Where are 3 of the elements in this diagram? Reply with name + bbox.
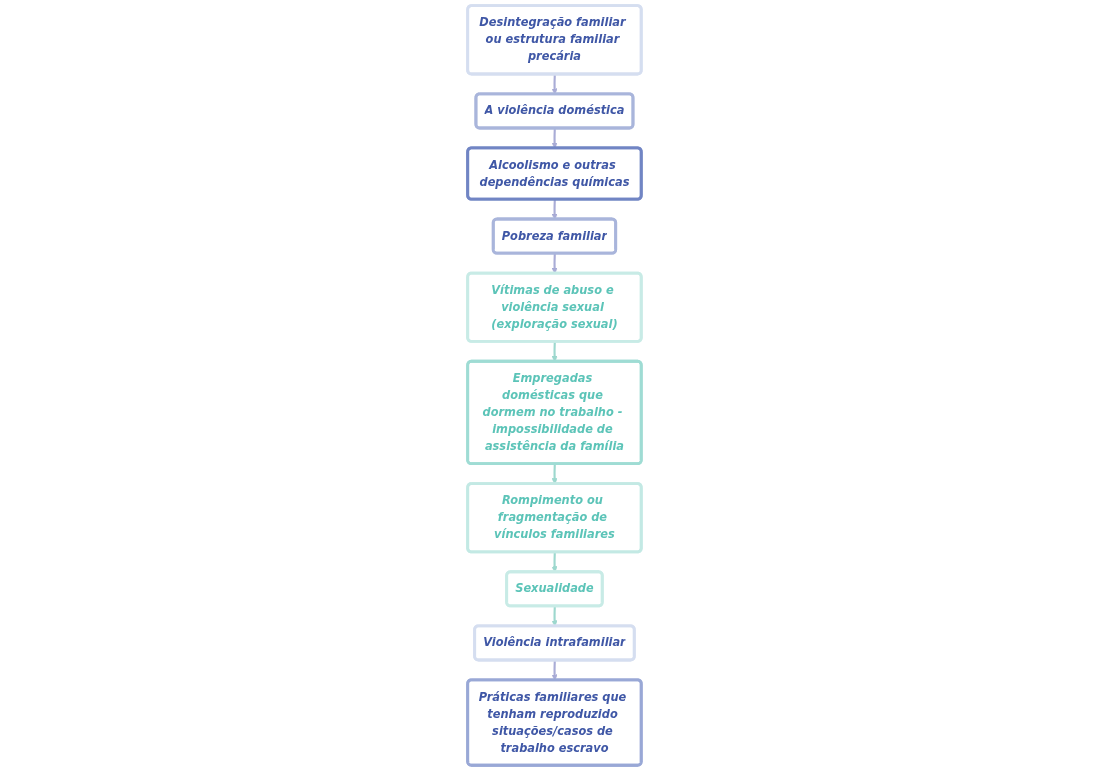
arrow bbox=[551, 253, 558, 274]
arrow bbox=[551, 199, 558, 220]
arrow bbox=[551, 341, 558, 362]
